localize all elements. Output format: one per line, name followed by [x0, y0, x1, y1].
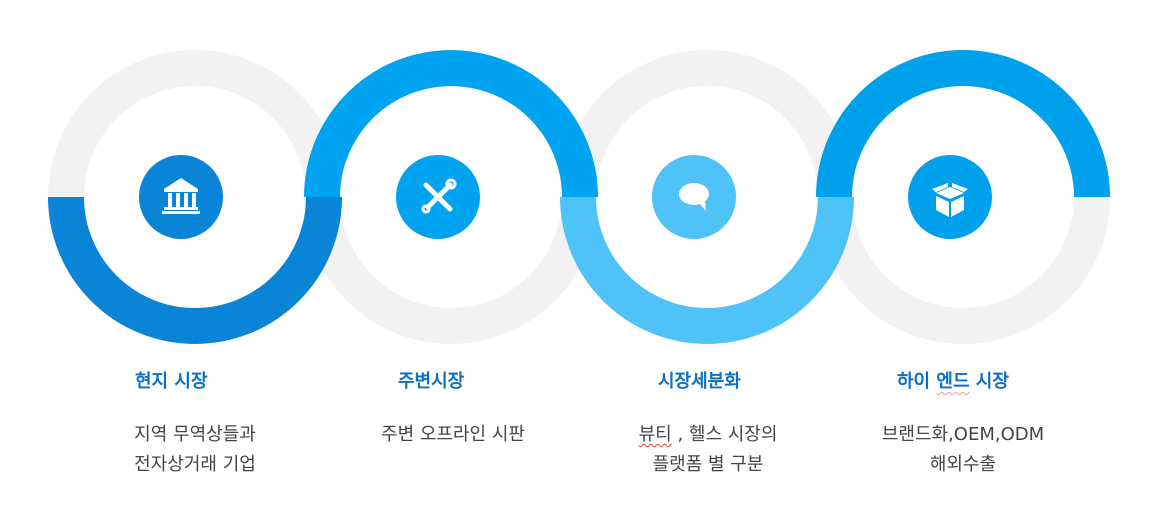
ring-arc-2: [304, 50, 598, 198]
stage-4-title-part-c: 시장: [969, 371, 1009, 392]
stage-1-description-line-1: 지역 무역상들과: [134, 424, 256, 445]
stage-4-description-line-1: 브랜드화,OEM,ODM: [881, 424, 1045, 445]
stage-4-description: 브랜드화,OEM,ODM 해외수출: [843, 420, 1083, 480]
stage-4-title: 하이 엔드 시장: [897, 367, 1009, 393]
speech-bubble-icon: [679, 183, 709, 211]
stage-2-description: 주변 오프라인 시판: [333, 420, 573, 450]
stage-3-description-line-2: 플랫폼 별 구분: [652, 454, 764, 475]
box-icon: [932, 183, 968, 217]
stage-2-title: 주변시장: [398, 371, 465, 392]
ring-arc-3: [560, 196, 854, 344]
stage-2-description-line-1: 주변 오프라인 시판: [381, 424, 525, 445]
stage-4-description-line-2: 해외수출: [929, 454, 997, 475]
bank-icon: [162, 178, 200, 214]
stage-3-word-beauty: 뷰티: [638, 424, 672, 445]
stage-4-title-part-b: 엔드: [936, 371, 970, 392]
stage-3-description-rest: , 헬스 시장의: [671, 424, 778, 445]
icon-circle-1: [139, 155, 223, 239]
stage-3-description-line-1: 뷰티 , 헬스 시장의: [588, 420, 828, 450]
stage-1-description-line-2: 전자상거래 기업: [134, 454, 256, 475]
stage-3-description: 뷰티 , 헬스 시장의 플랫폼 별 구분: [588, 420, 828, 480]
stage-1-title: 현지 시장: [135, 371, 208, 392]
ring-arc-4: [816, 50, 1110, 198]
stage-3-title: 시장세분화: [658, 371, 741, 392]
stage-1-description: 지역 무역상들과 전자상거래 기업: [75, 420, 315, 480]
tools-icon: [421, 178, 457, 214]
stage-4-title-part-a: 하이: [897, 371, 937, 392]
ring-arc-1: [48, 196, 342, 344]
